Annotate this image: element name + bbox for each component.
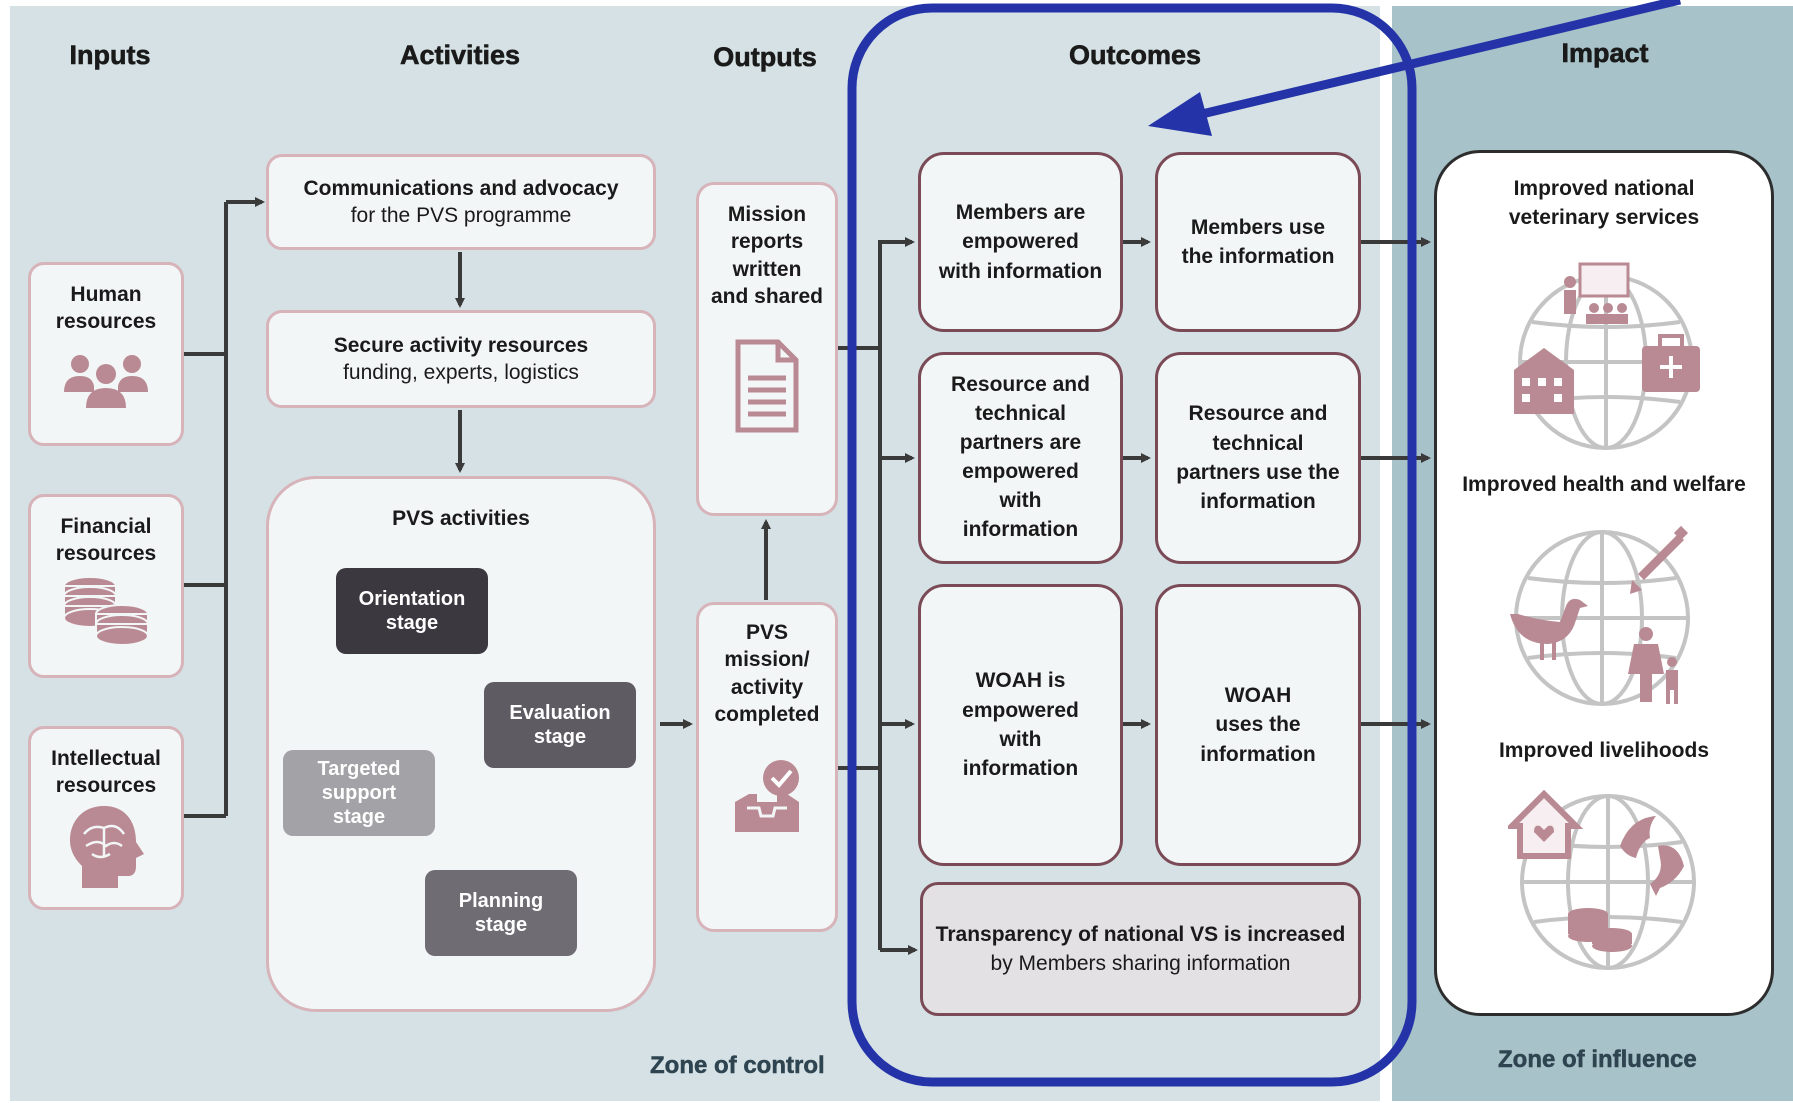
impact-label-line: veterinary services: [1508, 206, 1700, 230]
outcome-transparency: Transparency of national VS is increased…: [920, 882, 1361, 1016]
outcome-label-line: WOAH is: [975, 669, 1066, 693]
outcome-woah-empowered: WOAH is empowered with information: [918, 584, 1123, 866]
input-label-line: resources: [55, 774, 157, 798]
activity-subtitle: for the PVS programme: [350, 204, 572, 227]
output-label-line: reports: [730, 230, 804, 254]
outcome-label-line: Resource and: [951, 373, 1090, 397]
input-label-line: Intellectual: [51, 747, 161, 770]
activity-subtitle: funding, experts, logistics: [343, 361, 579, 384]
output-label-line: completed: [714, 702, 820, 726]
outcome-label-line: by Members sharing information: [990, 952, 1291, 975]
output-pvs-mission-completed: PVS mission/ activity completed: [696, 602, 838, 932]
outcome-label-line: Resource and: [1188, 402, 1328, 426]
output-label-line: PVS: [745, 621, 789, 644]
globe-livelihood-icon: [1508, 789, 1696, 970]
input-human-resources: Human resources: [28, 262, 184, 446]
highlight-arrow-shaft: [1200, 0, 1682, 119]
stage-label-line: stage: [474, 914, 528, 936]
input-intellectual-resources: Intellectual resources: [28, 726, 184, 910]
zone-of-influence-label: Zone of influence: [1498, 1046, 1697, 1074]
outcome-partners-empowered: Resource and technical partners are empo…: [918, 352, 1123, 564]
outcome-label-line: WOAH: [1224, 683, 1292, 707]
pvs-activities-title: PVS activities: [392, 507, 530, 530]
header-outcomes: Outcomes: [1068, 40, 1202, 71]
header-impact: Impact: [1561, 38, 1649, 69]
outcome-label-line: empowered: [962, 460, 1079, 483]
outcome-label-line: with information: [938, 259, 1103, 283]
zone-of-control-label: Zone of control: [650, 1052, 825, 1080]
outcome-label-line: information: [1200, 742, 1316, 766]
outcome-label-line: technical: [974, 402, 1067, 426]
stage-label-line: support: [321, 782, 397, 804]
output-label-line: written: [732, 257, 802, 281]
stage-label-line: stage: [385, 612, 439, 634]
outcome-woah-uses: WOAH uses the information: [1155, 584, 1361, 866]
outcome-label-line: information: [962, 517, 1079, 541]
header-activities: Activities: [399, 40, 521, 71]
output-label-line: Mission: [727, 203, 807, 226]
highlight-arrow-head: [1148, 92, 1212, 136]
highlight-outcomes-rectangle: [847, 3, 1417, 1087]
stage-label-line: Orientation: [358, 588, 466, 610]
outcome-label-line: partners are: [959, 431, 1082, 455]
outcome-label-line: Members use: [1190, 215, 1326, 239]
outcome-label-line: with: [999, 728, 1042, 751]
input-label-line: Financial: [60, 515, 152, 538]
stage-label-line: Evaluation: [509, 702, 611, 724]
output-label-line: mission/: [724, 648, 810, 672]
coins-icon: [63, 575, 149, 646]
outcome-label-line: technical: [1212, 431, 1304, 455]
outcome-label-line: uses the: [1215, 713, 1301, 737]
input-financial-resources: Financial resources: [28, 494, 184, 678]
input-label-line: Human: [70, 283, 142, 306]
stage-label-line: Planning: [458, 890, 544, 912]
activity-title: Communications and advocacy: [303, 176, 619, 200]
input-label-line: resources: [55, 310, 157, 334]
impact-label-line: Improved national: [1513, 177, 1695, 200]
impact-livelihoods: Improved livelihoods: [1498, 739, 1710, 762]
outcome-label-line: information: [1200, 490, 1316, 514]
outcome-members-use: Members use the information: [1155, 152, 1361, 332]
outcome-label-line: information: [962, 757, 1079, 781]
output-mission-reports: Mission reports written and shared: [696, 182, 838, 516]
globe-animal-health-icon: [1510, 525, 1690, 706]
outcome-label-line: the information: [1181, 245, 1335, 268]
activity-title: Secure activity resources: [333, 333, 589, 357]
brain-head-icon: [70, 805, 144, 888]
stage-label-line: stage: [533, 726, 587, 748]
outcome-label-line: partners use the: [1176, 461, 1340, 484]
impact-vet-services: Improved national veterinary services: [1440, 174, 1768, 233]
output-label-line: activity: [730, 675, 804, 699]
stage-label-line: Targeted: [317, 758, 401, 780]
header-inputs: Inputs: [69, 40, 151, 71]
outcome-label-line: with: [999, 488, 1042, 512]
outcome-label-line: empowered: [962, 230, 1079, 254]
input-label-line: resources: [55, 542, 157, 566]
outcome-partners-use: Resource and technical partners use the …: [1155, 352, 1361, 564]
outcome-label-line: empowered: [962, 698, 1079, 722]
activity-communications: Communications and advocacy for the PVS …: [266, 154, 656, 250]
stage-label-line: stage: [332, 806, 386, 828]
people-icon: [64, 354, 148, 408]
globe-teaching-icon: [1514, 262, 1700, 450]
outcome-label-line: Transparency of national VS is increased: [935, 922, 1346, 946]
activity-secure-resources: Secure activity resources funding, exper…: [266, 310, 656, 408]
outcome-label-line: Members are: [955, 200, 1086, 224]
document-icon: [735, 339, 799, 433]
inbox-check-icon: [735, 760, 799, 833]
outcome-members-empowered: Members are empowered with information: [918, 152, 1123, 332]
header-outputs: Outputs: [713, 42, 817, 73]
impact-health-welfare: Improved health and welfare: [1462, 473, 1746, 496]
output-label-line: and shared: [710, 284, 824, 308]
